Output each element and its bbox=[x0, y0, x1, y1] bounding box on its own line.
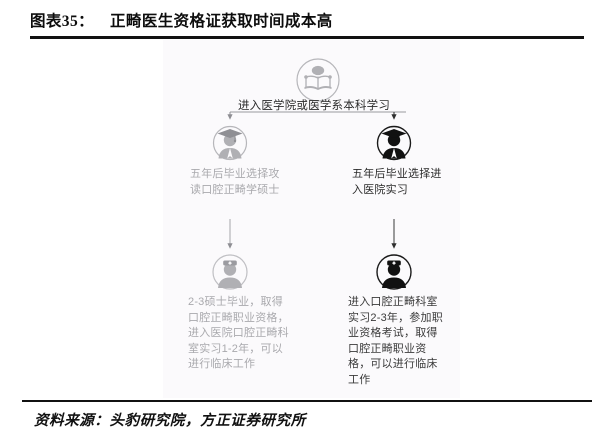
graduate-person-icon bbox=[207, 119, 253, 165]
root-caption-text: 进入医学院或医学系本科学习 bbox=[237, 100, 391, 112]
figure-title-text: 正畸医生资格证获取时间成本高 bbox=[110, 13, 333, 30]
doctor-person-icon bbox=[207, 249, 253, 295]
right-step-2-text: 进入口腔正畸科室实习2-3年，参加职业资格考试，取得口腔正畸职业资格，可以进行临… bbox=[348, 296, 443, 386]
left-step-2-text: 2-3硕士毕业，取得口腔正畸职业资格，进入医院口腔正畸科室实习1-2年，可以进行… bbox=[188, 296, 289, 370]
graduate-person-icon bbox=[371, 119, 417, 165]
title-divider bbox=[30, 36, 584, 39]
doctor-person-icon bbox=[371, 249, 417, 295]
page-title: 图表35： 正畸医生资格证获取时间成本高 bbox=[30, 12, 584, 38]
figure-label: 图表35： bbox=[30, 13, 95, 30]
left-step-1-text: 五年后毕业选择攻读口腔正畸学硕士 bbox=[190, 168, 280, 196]
open-book-reader-icon bbox=[295, 57, 341, 103]
footer-divider bbox=[22, 400, 592, 402]
source-note: 资料来源：头豹研究院，方正证券研究所 bbox=[34, 413, 306, 429]
right-step-1-text: 五年后毕业选择进入医院实习 bbox=[352, 168, 442, 196]
